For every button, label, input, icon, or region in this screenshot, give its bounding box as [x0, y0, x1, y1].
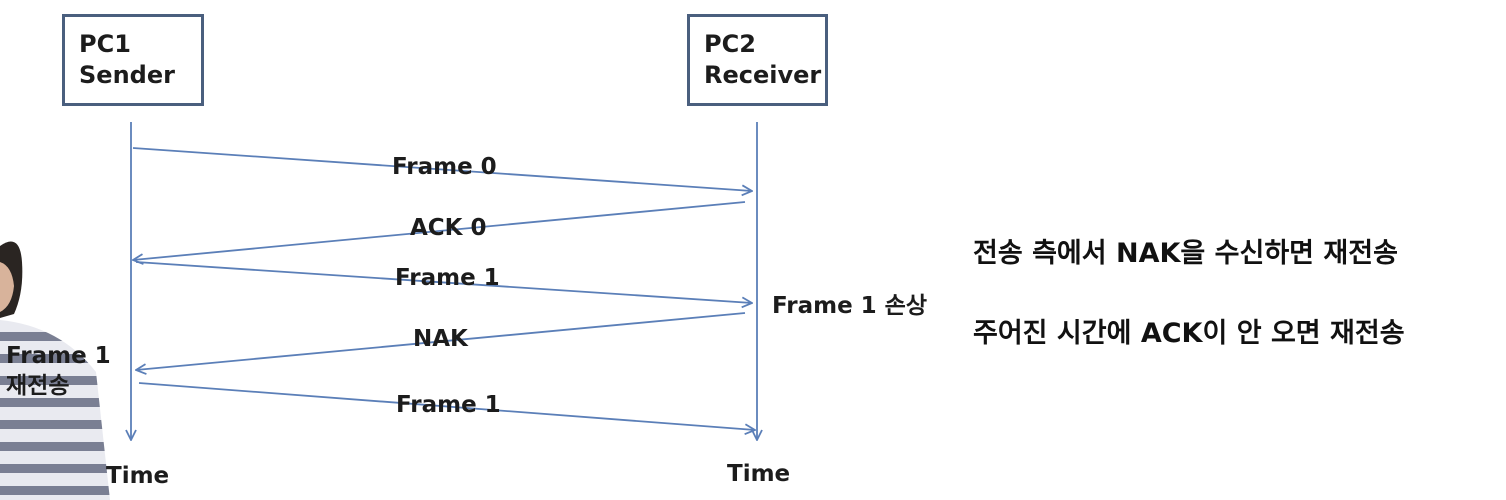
presenter-video-overlay [0, 241, 110, 500]
message-nak-arrow [136, 312, 746, 370]
message-nak-label: NAK [413, 326, 468, 352]
sender-time-label: Time [106, 463, 170, 489]
message-ack0-label: ACK 0 [410, 215, 487, 241]
message-frame1-resend-arrow [138, 382, 755, 430]
sender-node-role: Sender [79, 61, 175, 89]
sender-resend-annotation-line1: Frame 1 [6, 343, 111, 369]
receiver-node-role: Receiver [704, 61, 822, 89]
message-ack0-arrow [133, 201, 746, 260]
sender-resend-annotation-line2: 재전송 [6, 373, 70, 399]
message-frame1-label: Frame 1 [395, 265, 500, 291]
sender-node-box: PC1 Sender [62, 14, 204, 106]
note-timeout-retransmit: 주어진 시간에 ACK이 안 오면 재전송 [973, 318, 1405, 349]
message-frame0-arrow [132, 147, 752, 191]
message-frame1-arrow [135, 261, 752, 303]
message-frame0-label: Frame 0 [392, 154, 497, 180]
message-frame1-resend-label: Frame 1 [396, 392, 501, 418]
receiver-node-box: PC2 Receiver [687, 14, 828, 106]
receiver-damage-annotation: Frame 1 손상 [772, 293, 928, 319]
receiver-node-title: PC2 [704, 30, 756, 58]
note-nak-retransmit: 전송 측에서 NAK을 수신하면 재전송 [973, 238, 1398, 269]
receiver-time-label: Time [727, 461, 791, 487]
sender-node-title: PC1 [79, 30, 131, 58]
